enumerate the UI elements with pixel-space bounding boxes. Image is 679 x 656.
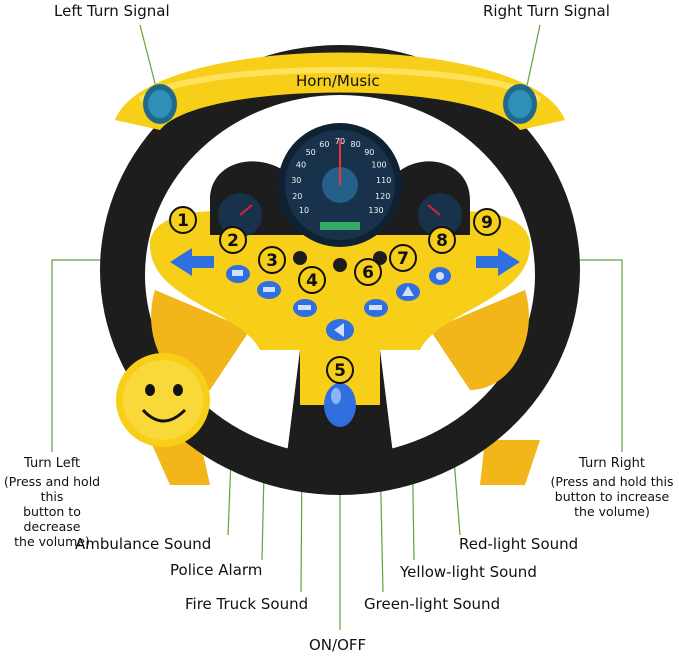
turn-left-note: (Press and hold this button to decrease … [0, 474, 104, 549]
number-marker-3: 3 [258, 246, 286, 274]
yellow-light-sound-label: Yellow-light Sound [400, 563, 537, 581]
number-marker-text: 4 [306, 271, 318, 291]
turn-right-note: (Press and hold this button to increase … [546, 474, 678, 519]
police-car-icon[interactable] [257, 281, 281, 299]
red-light-sound-label: Red-light Sound [459, 535, 579, 553]
right-turn-signal-label: Right Turn Signal [483, 2, 610, 20]
number-marker-6: 6 [354, 258, 382, 286]
green-light-sound-label: Green-light Sound [364, 595, 501, 613]
horn-music-label: Horn/Music [296, 72, 380, 90]
number-marker-circle [219, 226, 247, 254]
number-marker-circle [473, 208, 501, 236]
number-marker-2: 2 [219, 226, 247, 254]
smiley-face-icon[interactable] [116, 353, 210, 447]
speedometer-tick-label: 120 [375, 192, 390, 201]
number-marker-circle [298, 266, 326, 294]
speedometer-tick-label: 20 [292, 192, 302, 201]
turn-right-note-line: (Press and hold this [550, 474, 674, 489]
horn-icon[interactable] [326, 319, 354, 341]
number-marker-text: 3 [266, 251, 278, 271]
turn-left-label: Turn Left [24, 456, 81, 471]
turn-left-note-line: button to decrease [23, 504, 81, 534]
speedometer-tick-label: 110 [376, 176, 391, 185]
green-light-icon[interactable] [364, 299, 388, 317]
speedometer: 102030405060708090100110120130 [278, 123, 402, 247]
ambulance-icon[interactable] [226, 265, 250, 283]
number-marker-text: 5 [334, 361, 346, 381]
number-marker-text: 7 [397, 249, 409, 269]
police-alarm-label: Police Alarm [170, 561, 263, 579]
number-marker-circle [258, 246, 286, 274]
number-marker-circle [389, 244, 417, 272]
support-legs [150, 440, 540, 485]
arrow-left-icon[interactable] [170, 248, 214, 276]
power-icon[interactable] [324, 383, 356, 427]
number-marker-text: 6 [362, 263, 374, 283]
number-marker-circle [169, 206, 197, 234]
red-light-icon[interactable] [429, 267, 451, 285]
speedometer-tick-label: 50 [306, 148, 316, 157]
speedometer-tick-label: 30 [291, 176, 301, 185]
fire-truck-icon[interactable] [293, 299, 317, 317]
number-marker-5: 5 [326, 356, 354, 384]
speedometer-tick-label: 80 [351, 140, 361, 149]
yellow-light-icon[interactable] [396, 283, 420, 301]
left-turn-signal-light[interactable] [143, 84, 177, 124]
number-markers: 1 2 3 4 5 6 7 8 9 [169, 206, 501, 384]
number-marker-9: 9 [473, 208, 501, 236]
turn-right-note-line: button to increase [554, 489, 670, 504]
ambulance-sound-label: Ambulance Sound [75, 535, 212, 553]
fire-truck-sound-label: Fire Truck Sound [185, 595, 309, 613]
arrow-right-icon[interactable] [476, 248, 520, 276]
speedometer-tick-label: 100 [371, 161, 386, 170]
number-marker-text: 1 [177, 211, 189, 231]
number-marker-8: 8 [428, 226, 456, 254]
turn-left-note-line: the volume) [14, 534, 90, 549]
right-turn-signal-light[interactable] [503, 84, 537, 124]
number-marker-4: 4 [298, 266, 326, 294]
number-marker-circle [428, 226, 456, 254]
number-marker-text: 2 [227, 231, 239, 251]
number-marker-1: 1 [169, 206, 197, 234]
number-marker-circle [326, 356, 354, 384]
hub-small-buttons[interactable] [293, 251, 387, 272]
number-marker-7: 7 [389, 244, 417, 272]
on-off-label: ON/OFF [309, 636, 367, 654]
speedometer-tick-label: 40 [296, 161, 306, 170]
speedometer-tick-label: 130 [368, 206, 383, 215]
left-turn-signal-label: Left Turn Signal [54, 2, 170, 20]
turn-right-label: Turn Right [579, 456, 645, 471]
number-marker-text: 9 [481, 213, 493, 233]
turn-right-note-line: the volume) [574, 504, 650, 519]
speedometer-tick-label: 10 [299, 206, 309, 215]
speedometer-tick-label: 60 [319, 140, 329, 149]
number-marker-text: 8 [436, 231, 448, 251]
number-marker-circle [354, 258, 382, 286]
turn-left-note-line: (Press and hold this [3, 474, 101, 504]
speedometer-tick-label: 90 [364, 148, 374, 157]
